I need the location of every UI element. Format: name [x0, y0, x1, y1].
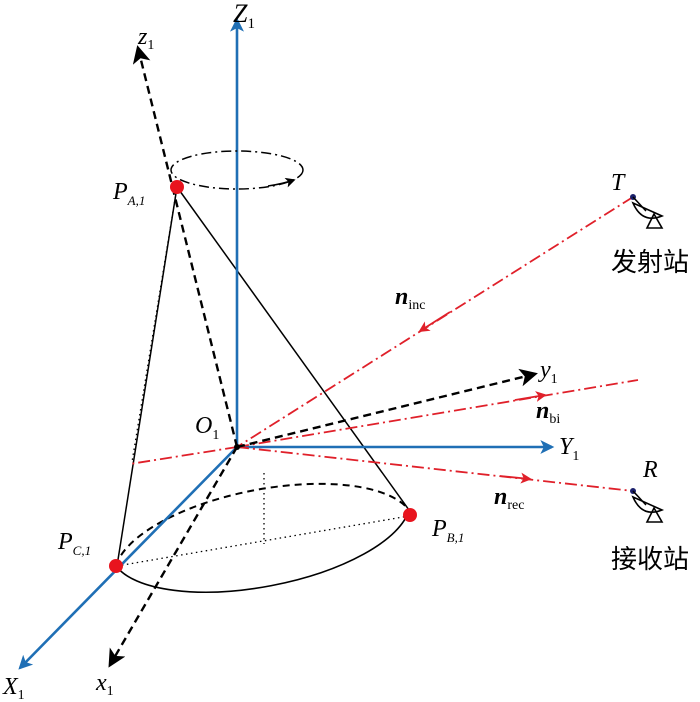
ray-bisector	[236, 379, 639, 448]
label-y1: y1	[538, 357, 558, 387]
label-PA1: PA,1	[112, 179, 145, 208]
label-Y1: Y1	[559, 434, 579, 464]
axis-X1	[18, 446, 238, 670]
ray-receiver-arrow	[499, 472, 532, 484]
ray-bisector-arrow	[514, 391, 547, 402]
axis-x1	[108, 446, 239, 668]
cone-base-back	[115, 482, 410, 567]
label-z1: z1	[137, 24, 154, 53]
label-n-rec: nrec	[494, 484, 524, 513]
label-X1: X1	[2, 674, 25, 702]
point-PA1	[170, 180, 184, 194]
receiver-station	[630, 488, 665, 523]
transmitter-station	[630, 194, 665, 229]
ray-transmitter-arrow	[418, 311, 451, 332]
radar-dish-icon	[631, 196, 665, 229]
label-x1: x1	[95, 670, 114, 699]
label-R: R	[642, 457, 658, 483]
origin-point	[234, 444, 240, 450]
label-receiver: 接收站	[611, 545, 689, 575]
axis-z1	[132, 45, 239, 448]
red-left-stub	[129, 446, 238, 465]
label-PB1: PB,1	[431, 516, 464, 545]
radar-dish-icon	[631, 490, 665, 523]
dotted-pa-basecenter	[131, 186, 178, 463]
cone-base-front	[115, 509, 410, 593]
label-n-inc: ninc	[395, 284, 425, 313]
label-T: T	[611, 170, 626, 196]
axis-y1	[236, 368, 538, 449]
cone-edge-right	[176, 186, 410, 511]
point-PB1	[403, 508, 417, 522]
ray-receiver	[236, 446, 634, 492]
label-O1: O1	[195, 413, 219, 443]
label-n-bi: nbi	[536, 398, 560, 427]
label-PC1: PC,1	[57, 529, 91, 558]
ray-transmitter	[236, 196, 634, 448]
cone-edge-left	[116, 186, 178, 567]
point-PC1	[109, 559, 123, 573]
rotation-ellipse	[170, 150, 304, 190]
rotation-arrow	[267, 177, 296, 188]
label-transmitter: 发射站	[611, 248, 689, 278]
label-Z1: Z1	[233, 0, 255, 32]
